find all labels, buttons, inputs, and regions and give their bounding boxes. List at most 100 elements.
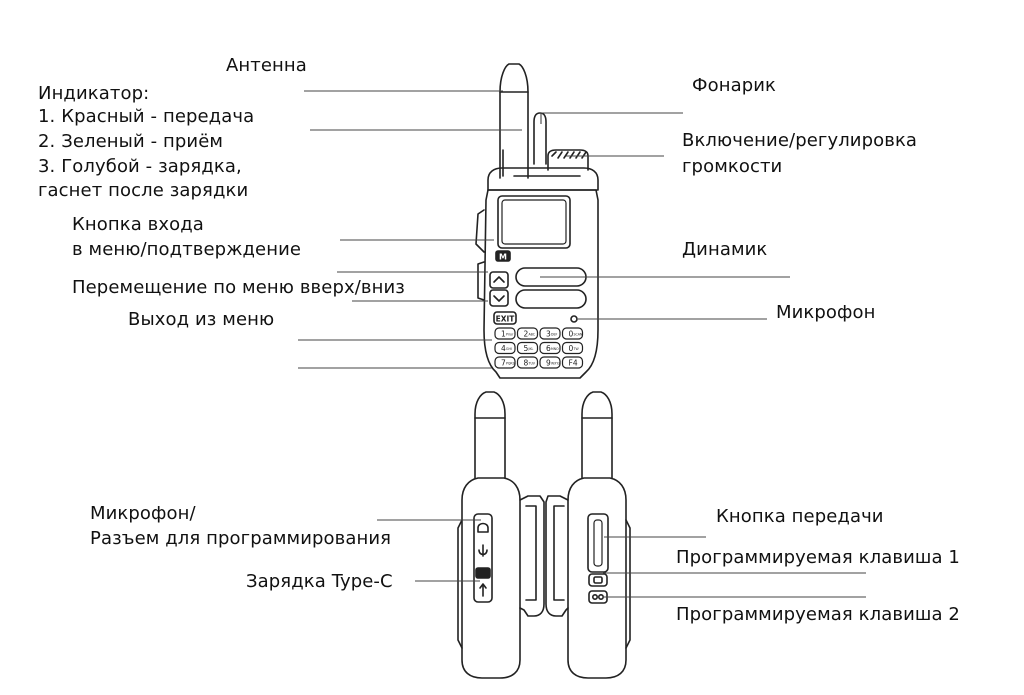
label-flashlight: Фонарик bbox=[692, 75, 777, 96]
label-speaker: Динамик bbox=[682, 239, 768, 260]
volume-knob bbox=[547, 149, 589, 171]
label-ptt: Кнопка передачи bbox=[716, 506, 884, 527]
keypad-key[interactable] bbox=[494, 327, 516, 340]
keypad-key[interactable] bbox=[494, 356, 516, 369]
label-menu-enter-2: в меню/подтверждение bbox=[72, 239, 302, 260]
label-menu-nav: Перемещение по меню вверх/вниз bbox=[72, 277, 405, 298]
speaker-grille-bottom bbox=[515, 289, 587, 309]
keypad-key-number: 8 bbox=[524, 359, 529, 368]
keypad-key-letters: DEF bbox=[551, 333, 557, 337]
keypad-key[interactable] bbox=[539, 327, 561, 340]
front-logo-text: M bbox=[499, 253, 507, 262]
mic-jack-panel bbox=[473, 513, 493, 603]
keypad-key-number: 7 bbox=[501, 359, 506, 368]
front-left-side-buttons bbox=[477, 261, 485, 301]
right-belt-clip bbox=[545, 495, 569, 617]
keypad-key[interactable] bbox=[516, 341, 539, 355]
keypad-key[interactable] bbox=[539, 341, 561, 355]
mic-icon bbox=[478, 544, 488, 557]
right-side-grip bbox=[625, 519, 631, 649]
keypad-key[interactable] bbox=[561, 341, 584, 355]
left-side-antenna bbox=[474, 391, 506, 479]
keypad-key-letters: MNO bbox=[551, 347, 559, 351]
down-key[interactable] bbox=[489, 289, 509, 307]
keypad-key-letters: Prior bbox=[506, 333, 514, 337]
keypad-key-number: 5 bbox=[524, 344, 529, 353]
keypad-key-number: 9 bbox=[546, 359, 551, 368]
keypad-key[interactable] bbox=[561, 356, 584, 369]
left-side-radio bbox=[457, 391, 545, 679]
right-side-body bbox=[567, 477, 627, 679]
keypad-key-number: 3 bbox=[546, 330, 551, 339]
programmable-key-2-icon-b bbox=[597, 593, 604, 600]
keypad-key-number: 0 bbox=[569, 330, 574, 339]
keypad-key[interactable] bbox=[539, 356, 561, 369]
label-menu-enter-1: Кнопка входа bbox=[72, 214, 204, 235]
label-mic-jack-2: Разъем для программирования bbox=[90, 528, 392, 549]
front-display-inner bbox=[501, 199, 567, 245]
down-arrow-icon bbox=[493, 295, 505, 302]
left-belt-clip bbox=[519, 495, 545, 617]
front-top-cap bbox=[487, 167, 599, 191]
programmable-key-1-icon bbox=[593, 576, 603, 584]
flashlight-lens bbox=[533, 112, 547, 165]
label-indicator-2: 2. Зеленый - приём bbox=[38, 131, 224, 152]
keypad-key-number: 4 bbox=[501, 344, 506, 353]
front-left-grip bbox=[475, 209, 485, 253]
right-side-antenna bbox=[581, 391, 613, 479]
keypad-key-number: F4 bbox=[569, 359, 578, 368]
keypad-key[interactable] bbox=[494, 341, 516, 355]
keypad-key-number: 6 bbox=[546, 344, 551, 353]
leader-flashlight bbox=[540, 112, 683, 124]
keypad-key-letters: TW bbox=[573, 347, 580, 351]
volume-knob-ridges bbox=[551, 151, 587, 159]
right-belt-clip-inner bbox=[553, 505, 565, 601]
ptt-button-inner bbox=[593, 519, 603, 567]
label-power-2: громкости bbox=[682, 156, 783, 177]
label-indicator-title: Индикатор: bbox=[38, 83, 150, 104]
label-power-1: Включение/регулировка bbox=[682, 130, 918, 151]
front-mic-hole bbox=[570, 315, 578, 323]
keypad-key-letters: GHI bbox=[506, 347, 512, 351]
up-key[interactable] bbox=[489, 271, 509, 289]
keypad-key-letters: PQRS bbox=[506, 362, 515, 366]
keypad-key-number: 0 bbox=[569, 344, 574, 353]
label-mic-jack-1: Микрофон/ bbox=[90, 503, 196, 524]
exit-key-label: EXIT bbox=[496, 315, 516, 324]
left-side-body bbox=[461, 477, 521, 679]
ptt-button[interactable] bbox=[587, 513, 609, 573]
keypad-key-letters: JKL bbox=[528, 347, 534, 351]
label-indicator-3: 3. Голубой - зарядка, bbox=[38, 156, 242, 177]
keypad-key-number: 1 bbox=[501, 330, 506, 339]
keypad-key-letters: ABC bbox=[529, 333, 536, 337]
programmable-key-2-icon-a bbox=[591, 593, 598, 600]
label-antenna: Антенна bbox=[226, 55, 307, 76]
headphone-icon bbox=[477, 522, 489, 533]
keypad-key[interactable] bbox=[516, 356, 539, 369]
label-indicator-4: гаснет после зарядки bbox=[38, 180, 249, 201]
keypad-key[interactable] bbox=[516, 327, 539, 340]
label-indicator-1: 1. Красный - передача bbox=[38, 106, 255, 127]
programmable-key-1[interactable] bbox=[588, 573, 608, 587]
front-antenna bbox=[499, 63, 529, 179]
keypad-key-letters: WXYZ bbox=[551, 362, 561, 366]
left-belt-clip-inner bbox=[525, 505, 537, 601]
front-display bbox=[497, 195, 571, 249]
label-charging: Зарядка Type-C bbox=[246, 571, 393, 592]
label-prog-key-2: Программируемая клавиша 2 bbox=[676, 604, 960, 625]
usb-c-port bbox=[475, 567, 491, 579]
keypad-key-letters: TUV bbox=[528, 362, 536, 366]
label-menu-exit: Выход из меню bbox=[128, 309, 275, 330]
exit-key[interactable] bbox=[493, 311, 517, 325]
usb-icon bbox=[479, 583, 487, 597]
label-prog-key-1: Программируемая клавиша 1 bbox=[676, 547, 960, 568]
front-logo-badge bbox=[495, 250, 511, 262]
keypad-key[interactable] bbox=[561, 327, 584, 340]
up-arrow-icon bbox=[493, 276, 505, 283]
right-side-radio bbox=[545, 391, 631, 679]
front-body bbox=[483, 189, 599, 379]
keypad-key-letters: SCAN bbox=[574, 333, 583, 337]
